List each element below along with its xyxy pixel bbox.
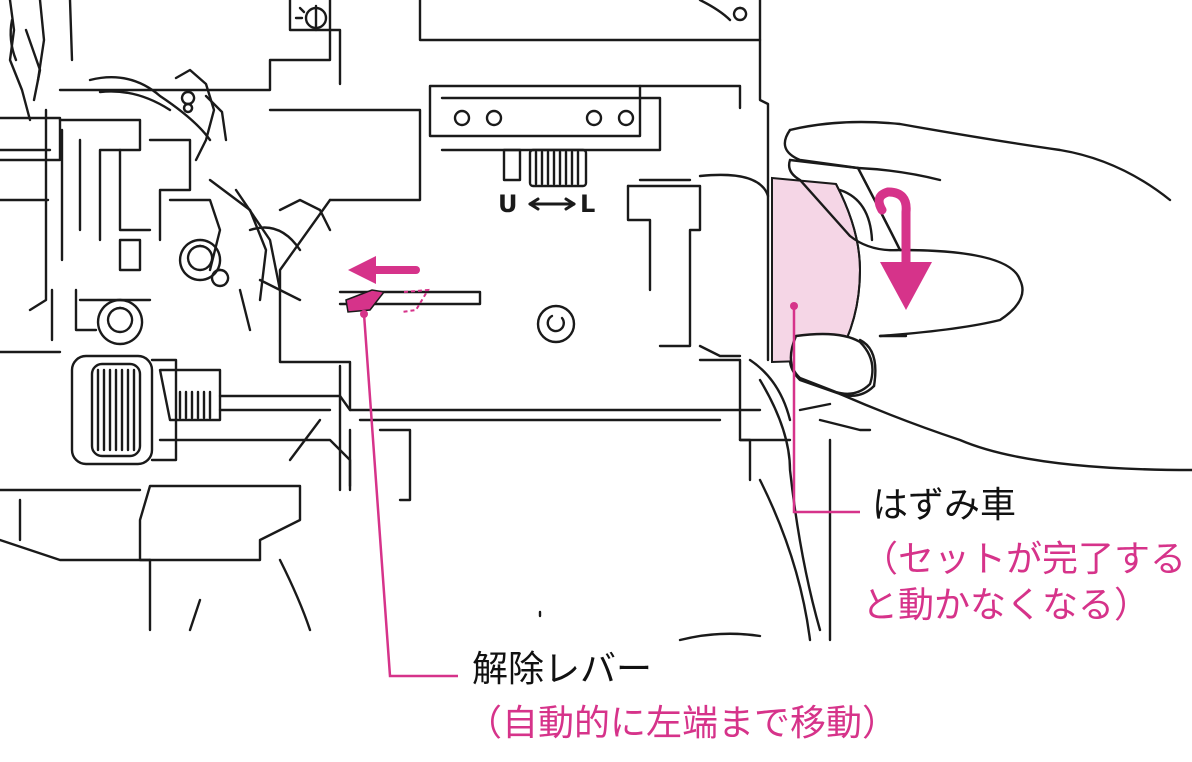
- left-arrow-icon: [348, 256, 420, 284]
- release-lever-label: 解除レバー: [472, 649, 653, 690]
- machine-housing: [58, 0, 792, 502]
- handwheel-note-line2: と動かなくなる）: [862, 585, 1151, 626]
- rotation-arrow-icon: [874, 187, 932, 310]
- handwheel-note-line1: （セットが完了する: [862, 539, 1187, 580]
- dial-right-letter: L: [580, 190, 595, 218]
- handwheel-bracket: [626, 173, 770, 358]
- lever-slot: [338, 290, 576, 344]
- presser-foot-assembly: [138, 364, 352, 632]
- release-lever-note: （自動的に左端まで移動）: [466, 703, 899, 744]
- feed-dial: [502, 148, 588, 211]
- handwheel-leader-dot: [790, 302, 798, 310]
- handwheel-leader: [792, 306, 860, 514]
- lower-housing: [538, 358, 872, 642]
- front-knob: [70, 354, 178, 466]
- callout-leaders: [362, 306, 860, 678]
- needle-mechanism: [0, 0, 332, 562]
- dial-left-letter: U: [498, 190, 518, 218]
- handwheel-label: はずみ車: [872, 485, 1017, 526]
- hand-fingers: [787, 158, 902, 395]
- lever-leader: [362, 313, 458, 678]
- top-plate-screws: [294, 4, 748, 127]
